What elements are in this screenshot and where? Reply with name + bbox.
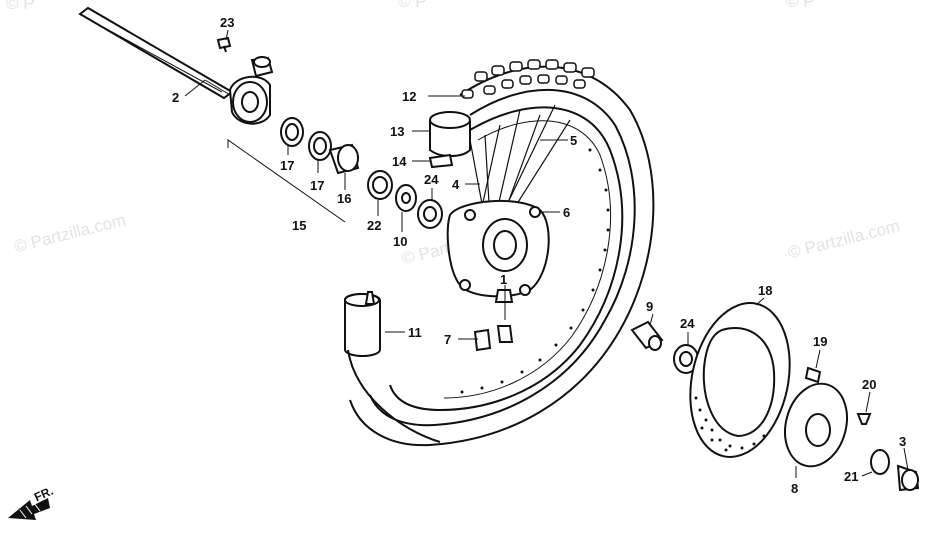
front-direction-arrow-icon bbox=[8, 498, 50, 520]
watermark: © P bbox=[786, 0, 815, 11]
label-2: 2 bbox=[172, 90, 179, 105]
label-11: 11 bbox=[408, 325, 422, 340]
label-24b: 24 bbox=[680, 316, 695, 331]
bearing-left bbox=[417, 199, 443, 229]
label-21: 21 bbox=[844, 469, 858, 484]
disc-bolt bbox=[804, 366, 822, 384]
axle-nut bbox=[896, 464, 920, 492]
label-9: 9 bbox=[646, 299, 653, 314]
label-6: 6 bbox=[563, 205, 570, 220]
label-15: 15 bbox=[292, 218, 306, 233]
watermark: © P bbox=[6, 0, 35, 13]
screw bbox=[856, 413, 872, 425]
watermark: © P bbox=[398, 0, 427, 11]
inner-tube bbox=[428, 111, 471, 169]
speedometer-gear-box-cover bbox=[784, 382, 848, 468]
wheel-rim bbox=[389, 106, 624, 412]
label-16: 16 bbox=[337, 191, 351, 206]
label-19: 19 bbox=[813, 334, 827, 349]
label-10: 10 bbox=[393, 234, 407, 249]
front-hub bbox=[446, 200, 550, 303]
label-20: 20 bbox=[862, 377, 876, 392]
speedo-gear bbox=[328, 143, 360, 175]
side-collar bbox=[870, 449, 890, 475]
label-24a: 24 bbox=[424, 172, 439, 187]
speedometer-gearbox bbox=[228, 56, 274, 125]
rim-band bbox=[344, 291, 441, 443]
brake-disc bbox=[689, 302, 791, 458]
label-5: 5 bbox=[570, 133, 577, 148]
bolt bbox=[216, 36, 232, 53]
label-12: 12 bbox=[402, 89, 416, 104]
label-3: 3 bbox=[899, 434, 906, 449]
front-tire bbox=[349, 59, 655, 447]
label-22: 22 bbox=[367, 218, 381, 233]
label-18: 18 bbox=[758, 283, 772, 298]
speedo-washers bbox=[280, 117, 332, 161]
valve-nut bbox=[496, 325, 514, 343]
collar bbox=[630, 320, 664, 351]
label-23: 23 bbox=[220, 15, 234, 30]
label-8: 8 bbox=[791, 481, 798, 496]
valve-cap bbox=[473, 328, 492, 352]
front-axle bbox=[78, 6, 234, 100]
label-17b: 17 bbox=[310, 178, 324, 193]
leader-lines bbox=[184, 29, 909, 478]
label-17a: 17 bbox=[280, 158, 294, 173]
label-7: 7 bbox=[444, 332, 451, 347]
label-14: 14 bbox=[392, 154, 407, 169]
label-1: 1 bbox=[500, 272, 507, 287]
bearing-right bbox=[673, 344, 699, 374]
part-labels: 2 23 12 13 14 4 5 6 1 7 11 17 17 16 15 2… bbox=[172, 15, 906, 496]
retainer bbox=[395, 184, 417, 212]
label-13: 13 bbox=[390, 124, 404, 139]
dust-seal bbox=[367, 170, 393, 200]
label-4: 4 bbox=[452, 177, 460, 192]
